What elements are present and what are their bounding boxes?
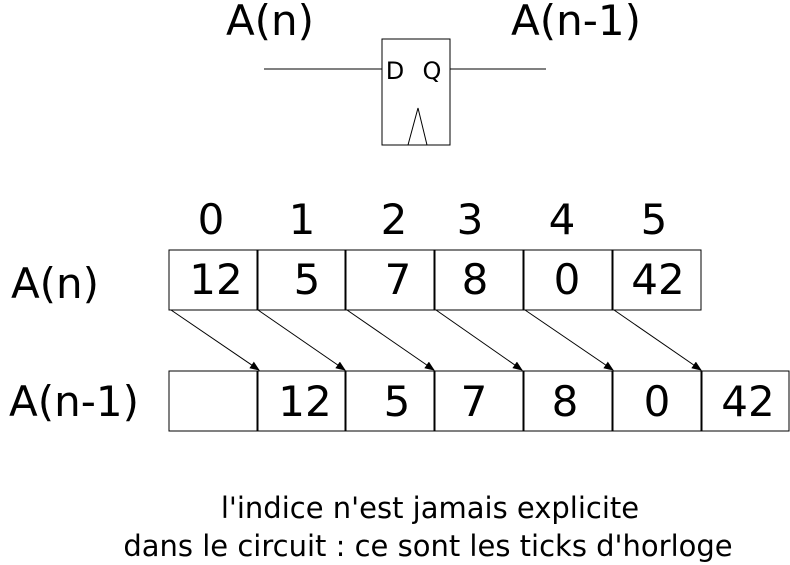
an1-cell [434, 370, 524, 432]
index-label: 1 [289, 195, 316, 244]
an1-value: 7 [461, 377, 488, 426]
shift-arrow [524, 309, 614, 371]
an-value: 12 [189, 255, 242, 304]
an-value: 0 [554, 255, 581, 304]
an-cell [523, 249, 613, 311]
an-cell [345, 249, 435, 311]
an1-cell [523, 370, 613, 432]
an1-value: 42 [721, 377, 774, 426]
shift-arrows [170, 309, 702, 371]
index-label: 0 [198, 195, 225, 244]
an-cell [612, 249, 702, 311]
an1-value: 12 [278, 377, 331, 426]
an-cell [257, 249, 346, 311]
an-value: 42 [631, 255, 684, 304]
caption: l'indice n'est jamais explicite dans le … [123, 491, 732, 563]
index-labels: 0 1 2 3 4 5 [198, 195, 668, 244]
row-an: A(n) 12 5 7 8 0 42 [11, 249, 702, 311]
caption-line-2: dans le circuit : ce sont les ticks d'ho… [123, 529, 732, 563]
q-pin-label: Q [423, 57, 442, 85]
index-label: 3 [457, 195, 484, 244]
flip-flop: A(n) A(n-1) D Q [226, 0, 641, 146]
an-value: 8 [462, 255, 489, 304]
an1-value: 5 [384, 377, 411, 426]
flipflop-input-label: A(n) [226, 0, 314, 45]
flipflop-output-label: A(n-1) [511, 0, 641, 45]
row-an-label: A(n) [11, 259, 99, 308]
clock-triangle-icon [407, 107, 428, 146]
an1-value: 8 [552, 377, 579, 426]
index-label: 2 [381, 195, 408, 244]
an1-cell [257, 370, 346, 432]
shift-arrow [170, 309, 260, 371]
index-label: 4 [549, 195, 576, 244]
an1-value: 0 [644, 377, 671, 426]
an1-cell [345, 370, 435, 432]
an1-cell [612, 370, 702, 432]
shift-arrow [435, 309, 523, 371]
caption-line-1: l'indice n'est jamais explicite [221, 491, 639, 525]
an1-cell [701, 370, 790, 432]
an-cell [168, 249, 258, 311]
d-pin-label: D [386, 57, 404, 85]
shift-arrow [257, 309, 346, 371]
shift-arrow [346, 309, 435, 371]
row-an1: A(n-1) 12 5 7 8 0 42 [9, 370, 790, 432]
flipflop-box [381, 38, 451, 146]
an-value: 7 [385, 255, 412, 304]
row-an1-label: A(n-1) [9, 377, 139, 426]
an1-cell [168, 370, 258, 432]
shift-arrow [613, 309, 702, 371]
an-cell [434, 249, 524, 311]
index-label: 5 [641, 195, 668, 244]
an-value: 5 [294, 255, 321, 304]
